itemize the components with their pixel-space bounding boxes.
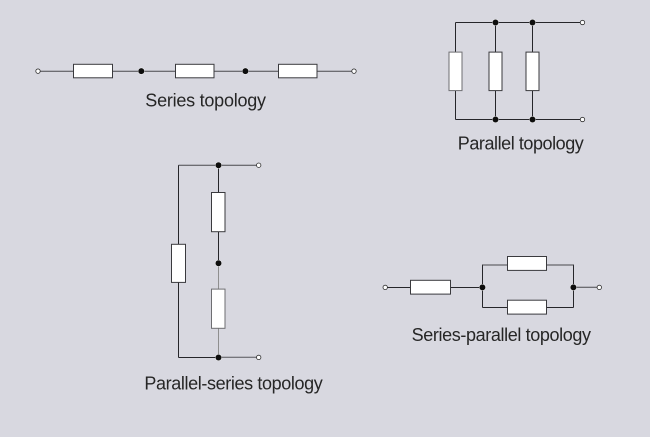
svg-text:Parallel topology: Parallel topology	[458, 133, 584, 153]
svg-text:Parallel-series topology: Parallel-series topology	[144, 373, 322, 393]
svg-text:Series topology: Series topology	[145, 91, 266, 111]
svg-text:Series-parallel topology: Series-parallel topology	[412, 325, 591, 345]
